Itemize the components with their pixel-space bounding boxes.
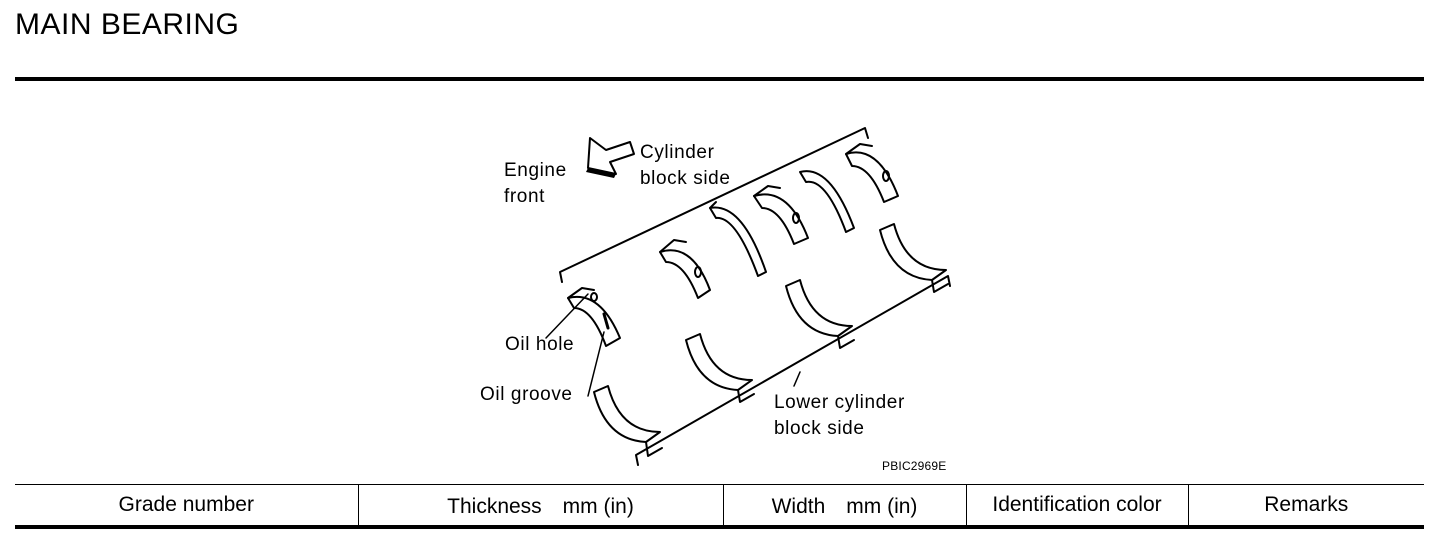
lower-group-bracket — [635, 275, 951, 466]
column-header-identification-color: Identification color — [965, 484, 1188, 529]
main-bearing-diagram: Engine front Cylinder block side Oil hol… — [470, 110, 970, 480]
upper-bearing-shell-3 — [753, 185, 809, 245]
lower-bearing-shell-4 — [879, 223, 949, 293]
table-header-row: Grade number Thickness mm (in) Width mm … — [15, 484, 1424, 529]
oil-groove-leader — [587, 331, 605, 397]
oil-groove-label: Oil groove — [480, 384, 573, 405]
cylinder-block-side-label: Cylinder block side — [640, 142, 731, 189]
upper-bearing-shell-1 — [567, 287, 621, 347]
page-title: MAIN BEARING — [15, 8, 240, 41]
main-bearing-grade-table: Grade number Thickness mm (in) Width mm … — [15, 484, 1424, 529]
thrust-washer-1 — [709, 201, 767, 277]
lower-cylinder-block-side-label: Lower cylinder block side — [774, 392, 905, 439]
upper-bearing-shell-2 — [659, 239, 711, 299]
bearing-illustration — [545, 127, 951, 466]
oil-hole-leader — [545, 293, 589, 339]
column-header-remarks: Remarks — [1187, 484, 1424, 529]
upper-group-bracket — [559, 127, 869, 283]
lower-bearing-shell-3 — [785, 279, 855, 349]
thrust-washer-2 — [799, 170, 855, 233]
oil-hole-label: Oil hole — [505, 334, 575, 355]
lower-bearing-shell-1 — [593, 385, 663, 457]
lower-side-leader — [793, 371, 801, 387]
engine-front-label: Engine front — [504, 160, 567, 207]
column-header-width: Width mm (in) — [722, 484, 966, 529]
lower-bearing-shell-2 — [685, 333, 755, 403]
column-header-grade-number: Grade number — [15, 484, 358, 529]
engine-front-arrow-icon — [586, 137, 635, 178]
figure-code: PBIC2969E — [882, 459, 947, 473]
title-divider — [15, 77, 1424, 81]
column-header-thickness: Thickness mm (in) — [357, 484, 723, 529]
upper-bearing-shell-4 — [845, 143, 899, 203]
